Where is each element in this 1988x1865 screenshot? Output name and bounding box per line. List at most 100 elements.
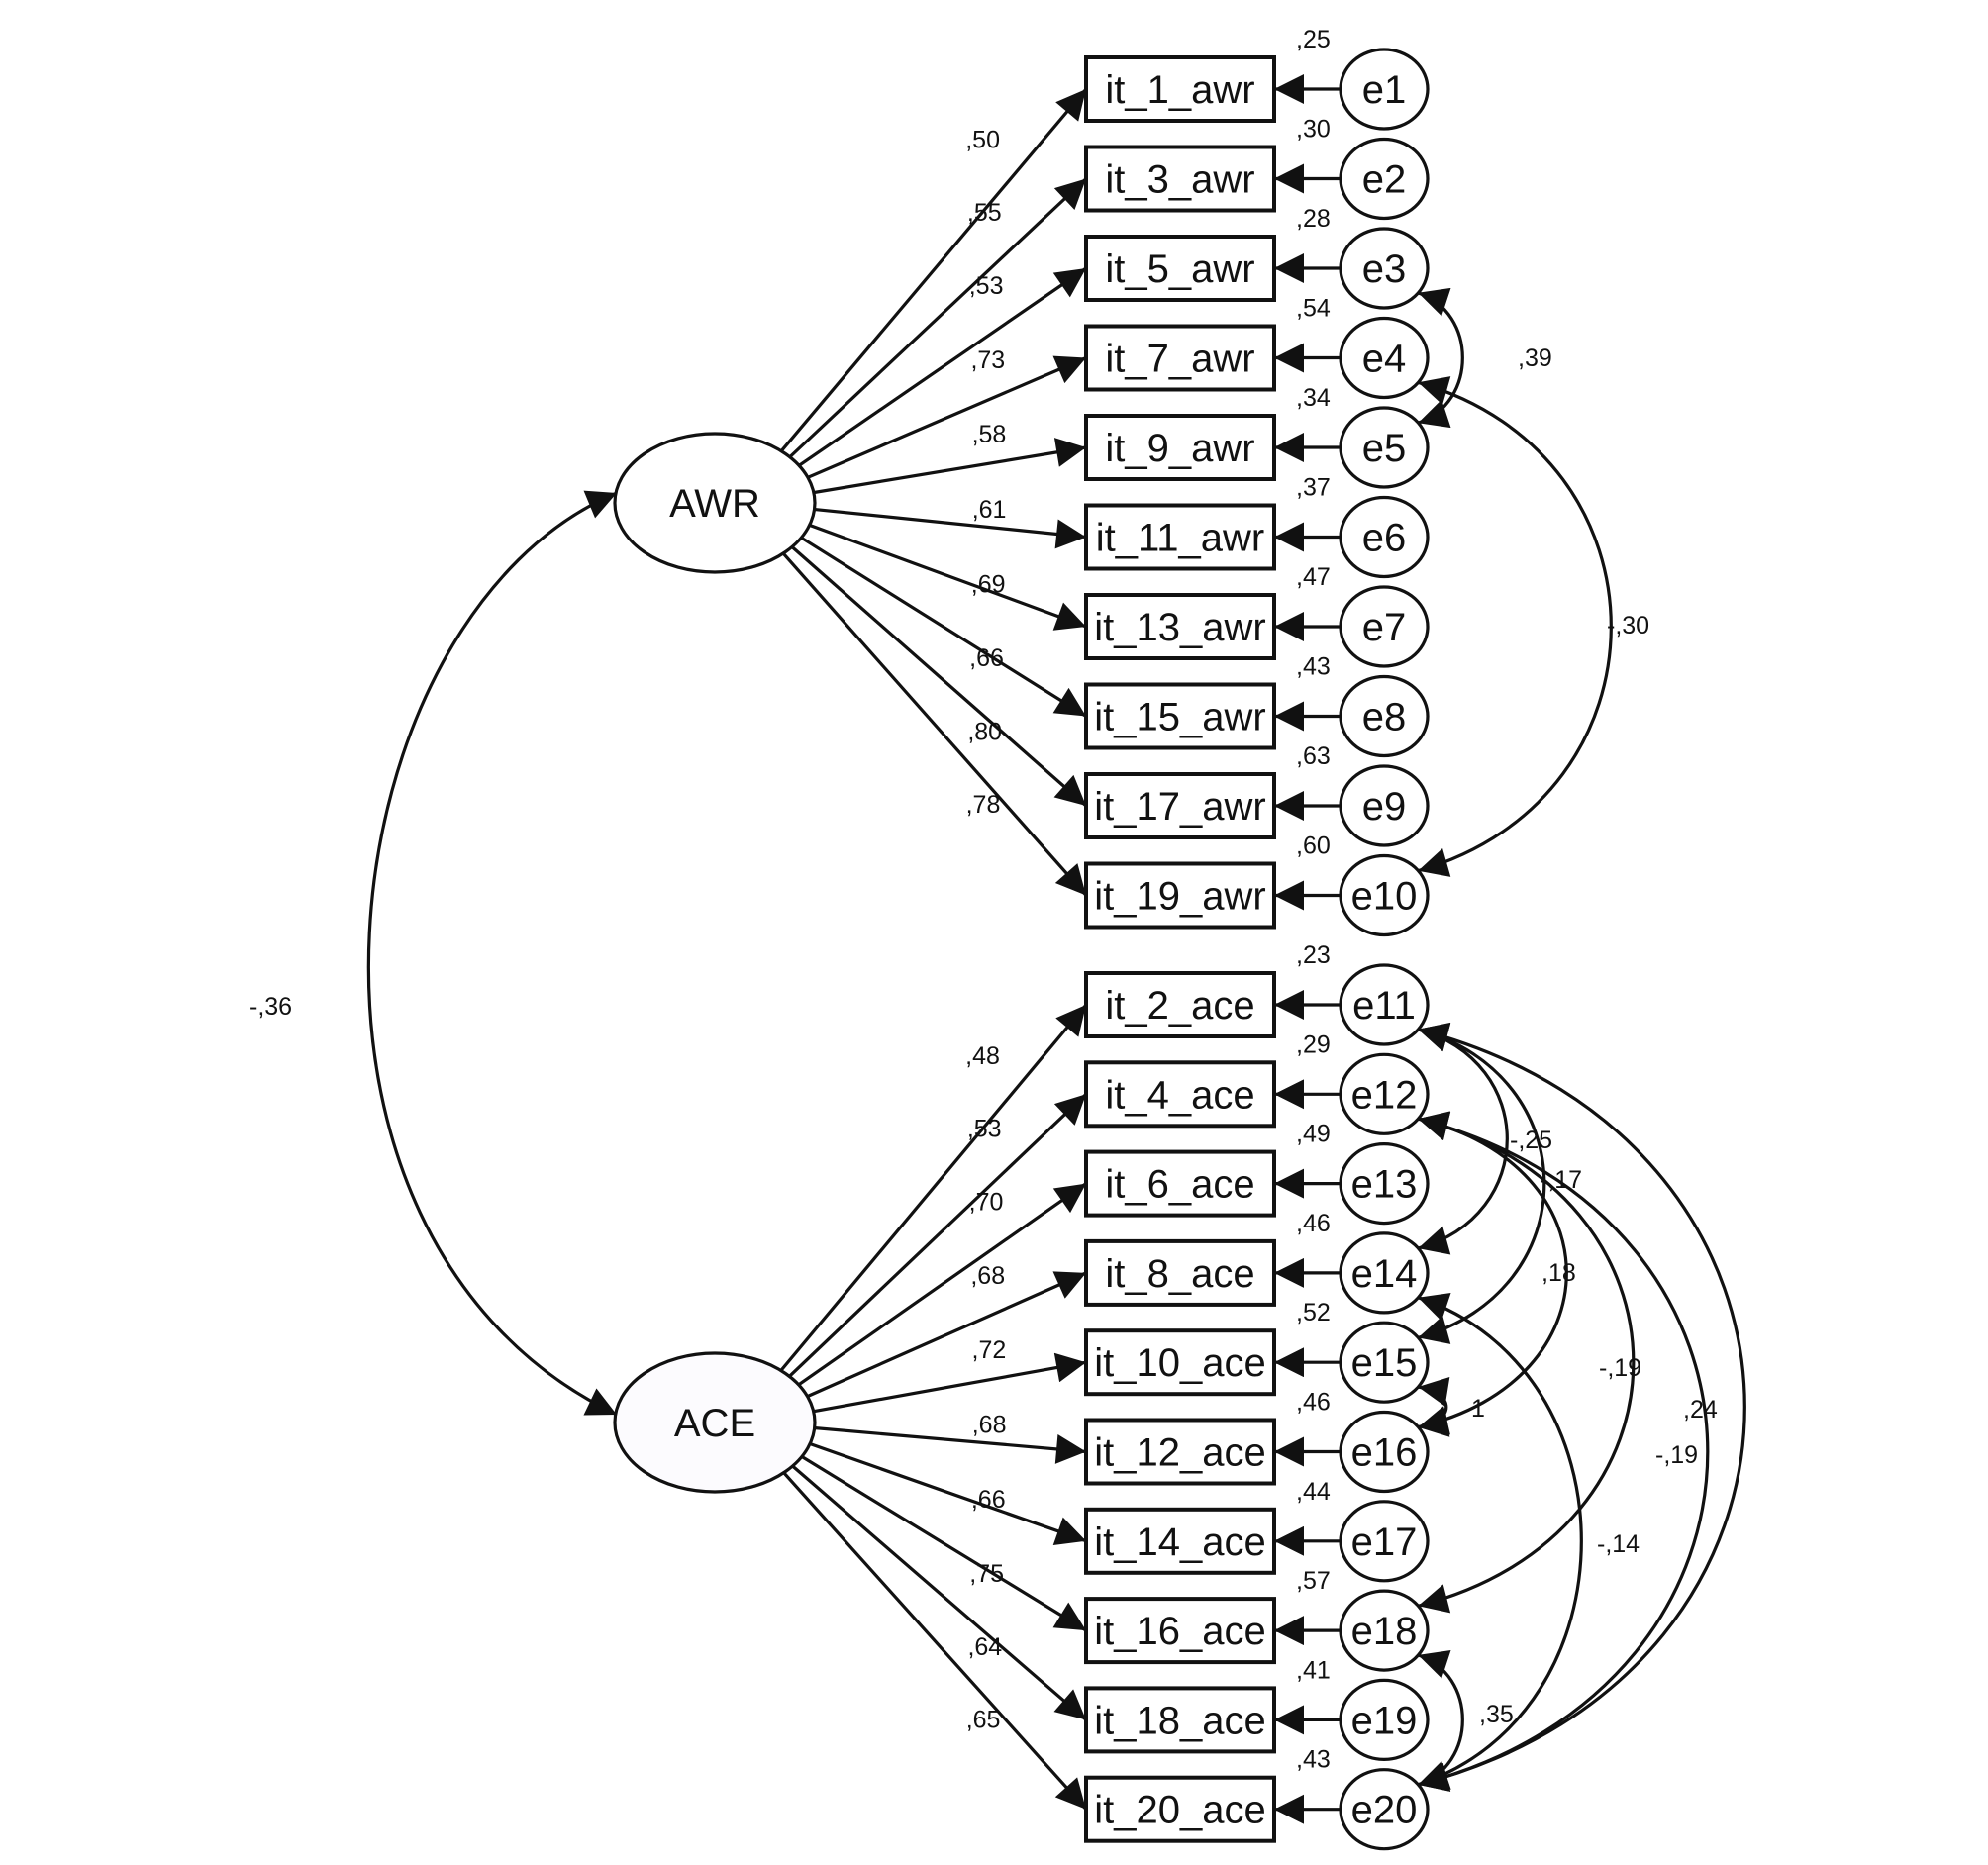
error-term-e7 xyxy=(1339,585,1430,668)
loading-label-it_10_ace: ,72 xyxy=(972,1336,1007,1364)
error-covariance-label-e11-e15: -,17 xyxy=(1540,1166,1582,1194)
loading-label-it_4_ace: ,53 xyxy=(967,1116,1002,1143)
loading-path-it_6_ace xyxy=(796,1182,1087,1388)
indicator-label-it_12_ace: it_12_ace xyxy=(1094,1431,1265,1475)
indicator-label-it_11_awr: it_11_awr xyxy=(1096,517,1264,560)
indicator-label-it_8_ace: it_8_ace xyxy=(1105,1252,1254,1296)
loading-label-it_15_awr: ,66 xyxy=(969,644,1004,672)
error-term-e1 xyxy=(1339,48,1430,131)
error-covariance-label-e15-e16: 1 xyxy=(1471,1395,1485,1423)
r2-label-it_2_ace: ,23 xyxy=(1296,941,1331,969)
indicator-box-it_8_ace xyxy=(1084,1238,1276,1307)
error-label-e11: e11 xyxy=(1352,984,1416,1028)
loading-label-it_12_ace: ,68 xyxy=(972,1412,1007,1439)
error-label-e4: e4 xyxy=(1362,338,1407,381)
loading-label-it_11_awr: ,61 xyxy=(972,496,1007,524)
indicator-label-it_9_awr: it_9_awr xyxy=(1105,427,1254,470)
error-covariance-arc-e4-e10 xyxy=(1417,376,1613,877)
loading-path-it_18_ace xyxy=(790,1463,1088,1721)
loading-path-it_4_ace xyxy=(787,1093,1088,1379)
loading-path-it_8_ace xyxy=(805,1271,1087,1399)
loading-path-it_5_awr xyxy=(796,266,1087,468)
error-covariance-label-e11-e20: ,24 xyxy=(1683,1396,1718,1423)
indicator-label-it_2_ace: it_2_ace xyxy=(1105,984,1254,1028)
error-label-e8: e8 xyxy=(1362,696,1407,739)
loading-label-it_1_awr: ,50 xyxy=(965,126,1000,153)
indicator-box-it_5_awr xyxy=(1084,235,1276,302)
loading-label-it_5_awr: ,53 xyxy=(969,272,1004,300)
error-covariance-arc-e11-e15 xyxy=(1417,1023,1546,1344)
indicator-label-it_20_ace: it_20_ace xyxy=(1094,1789,1265,1832)
error-covariance-label-e12-e18: -,19 xyxy=(1599,1354,1641,1382)
error-term-e6 xyxy=(1339,495,1430,579)
loading-label-it_6_ace: ,70 xyxy=(969,1188,1004,1216)
r2-label-it_15_awr: ,43 xyxy=(1296,653,1331,681)
r2-label-it_5_awr: ,28 xyxy=(1296,205,1331,233)
loading-label-it_16_ace: ,75 xyxy=(969,1560,1004,1588)
r2-label-it_13_awr: ,47 xyxy=(1296,563,1331,591)
indicator-label-it_1_awr: it_1_awr xyxy=(1105,68,1254,112)
latent-factor-awr xyxy=(613,432,817,574)
error-term-e15 xyxy=(1339,1321,1430,1404)
error-label-e5: e5 xyxy=(1362,427,1407,470)
error-term-e4 xyxy=(1339,316,1430,400)
error-covariance-arc-e11-e20 xyxy=(1417,1022,1746,1792)
loading-label-it_17_awr: ,80 xyxy=(967,718,1002,745)
error-covariance-label-e12-e20: -,19 xyxy=(1655,1441,1698,1469)
loading-path-it_2_ace xyxy=(778,1003,1088,1373)
indicator-box-it_3_awr xyxy=(1084,145,1276,213)
error-covariance-label-e3-e5: ,39 xyxy=(1518,344,1552,372)
loading-label-it_8_ace: ,68 xyxy=(970,1262,1005,1290)
indicator-label-it_4_ace: it_4_ace xyxy=(1105,1073,1254,1117)
error-term-e19 xyxy=(1339,1678,1430,1762)
error-covariance-arc-e12-e16 xyxy=(1417,1111,1568,1435)
loading-path-it_17_awr xyxy=(789,544,1088,808)
loading-label-it_7_awr: ,73 xyxy=(970,346,1005,374)
r2-label-it_4_ace: ,29 xyxy=(1296,1031,1331,1058)
indicator-box-it_7_awr xyxy=(1084,324,1276,392)
indicator-box-it_4_ace xyxy=(1084,1060,1276,1129)
loading-path-it_7_awr xyxy=(805,355,1087,480)
error-term-e18 xyxy=(1339,1589,1430,1672)
indicator-box-it_13_awr xyxy=(1084,593,1276,660)
r2-label-it_20_ace: ,43 xyxy=(1296,1746,1331,1774)
indicator-box-it_18_ace xyxy=(1084,1686,1276,1754)
latent-label-ace: ACE xyxy=(674,1402,755,1445)
loading-path-it_1_awr xyxy=(778,87,1088,453)
loading-label-it_19_awr: ,78 xyxy=(966,791,1001,819)
r2-label-it_17_awr: ,63 xyxy=(1296,742,1331,770)
loading-label-it_2_ace: ,48 xyxy=(965,1042,1000,1070)
loading-label-it_3_awr: ,55 xyxy=(967,199,1002,227)
covariance-layer xyxy=(366,287,1746,1792)
r2-label-it_14_ace: ,44 xyxy=(1296,1478,1331,1506)
error-term-e10 xyxy=(1339,853,1430,937)
error-label-e18: e18 xyxy=(1351,1610,1418,1653)
error-label-e6: e6 xyxy=(1362,517,1407,560)
error-covariance-label-e14-e20: -,14 xyxy=(1597,1530,1640,1558)
indicator-label-it_17_awr: it_17_awr xyxy=(1094,785,1265,829)
indicator-label-it_13_awr: it_13_awr xyxy=(1094,606,1265,649)
loading-path-it_12_ace xyxy=(812,1425,1087,1464)
error-label-e7: e7 xyxy=(1362,606,1407,649)
loading-path-it_14_ace xyxy=(807,1441,1087,1545)
indicator-box-it_10_ace xyxy=(1084,1328,1276,1397)
indicator-label-it_16_ace: it_16_ace xyxy=(1094,1610,1265,1653)
loading-label-it_14_ace: ,66 xyxy=(971,1486,1006,1514)
loading-label-it_18_ace: ,64 xyxy=(967,1633,1002,1661)
latent-factor-ace xyxy=(613,1351,817,1494)
indicator-label-it_7_awr: it_7_awr xyxy=(1105,338,1254,381)
indicator-box-it_16_ace xyxy=(1084,1597,1276,1665)
error-covariance-label-e12-e16: ,18 xyxy=(1541,1259,1576,1287)
indicator-label-it_5_awr: it_5_awr xyxy=(1105,247,1254,291)
indicator-label-it_10_ace: it_10_ace xyxy=(1094,1341,1265,1385)
error-label-e12: e12 xyxy=(1351,1073,1418,1117)
error-label-e13: e13 xyxy=(1351,1163,1418,1207)
loading-label-it_13_awr: ,69 xyxy=(971,570,1006,598)
error-covariance-arc-e14-e20 xyxy=(1417,1293,1583,1790)
error-covariance-label-e11-e14: -,25 xyxy=(1510,1127,1552,1154)
error-label-e2: e2 xyxy=(1362,158,1407,202)
error-covariance-arc-e12-e18 xyxy=(1417,1112,1636,1614)
error-term-e8 xyxy=(1339,674,1430,758)
loading-path-it_20_ace xyxy=(781,1470,1088,1811)
